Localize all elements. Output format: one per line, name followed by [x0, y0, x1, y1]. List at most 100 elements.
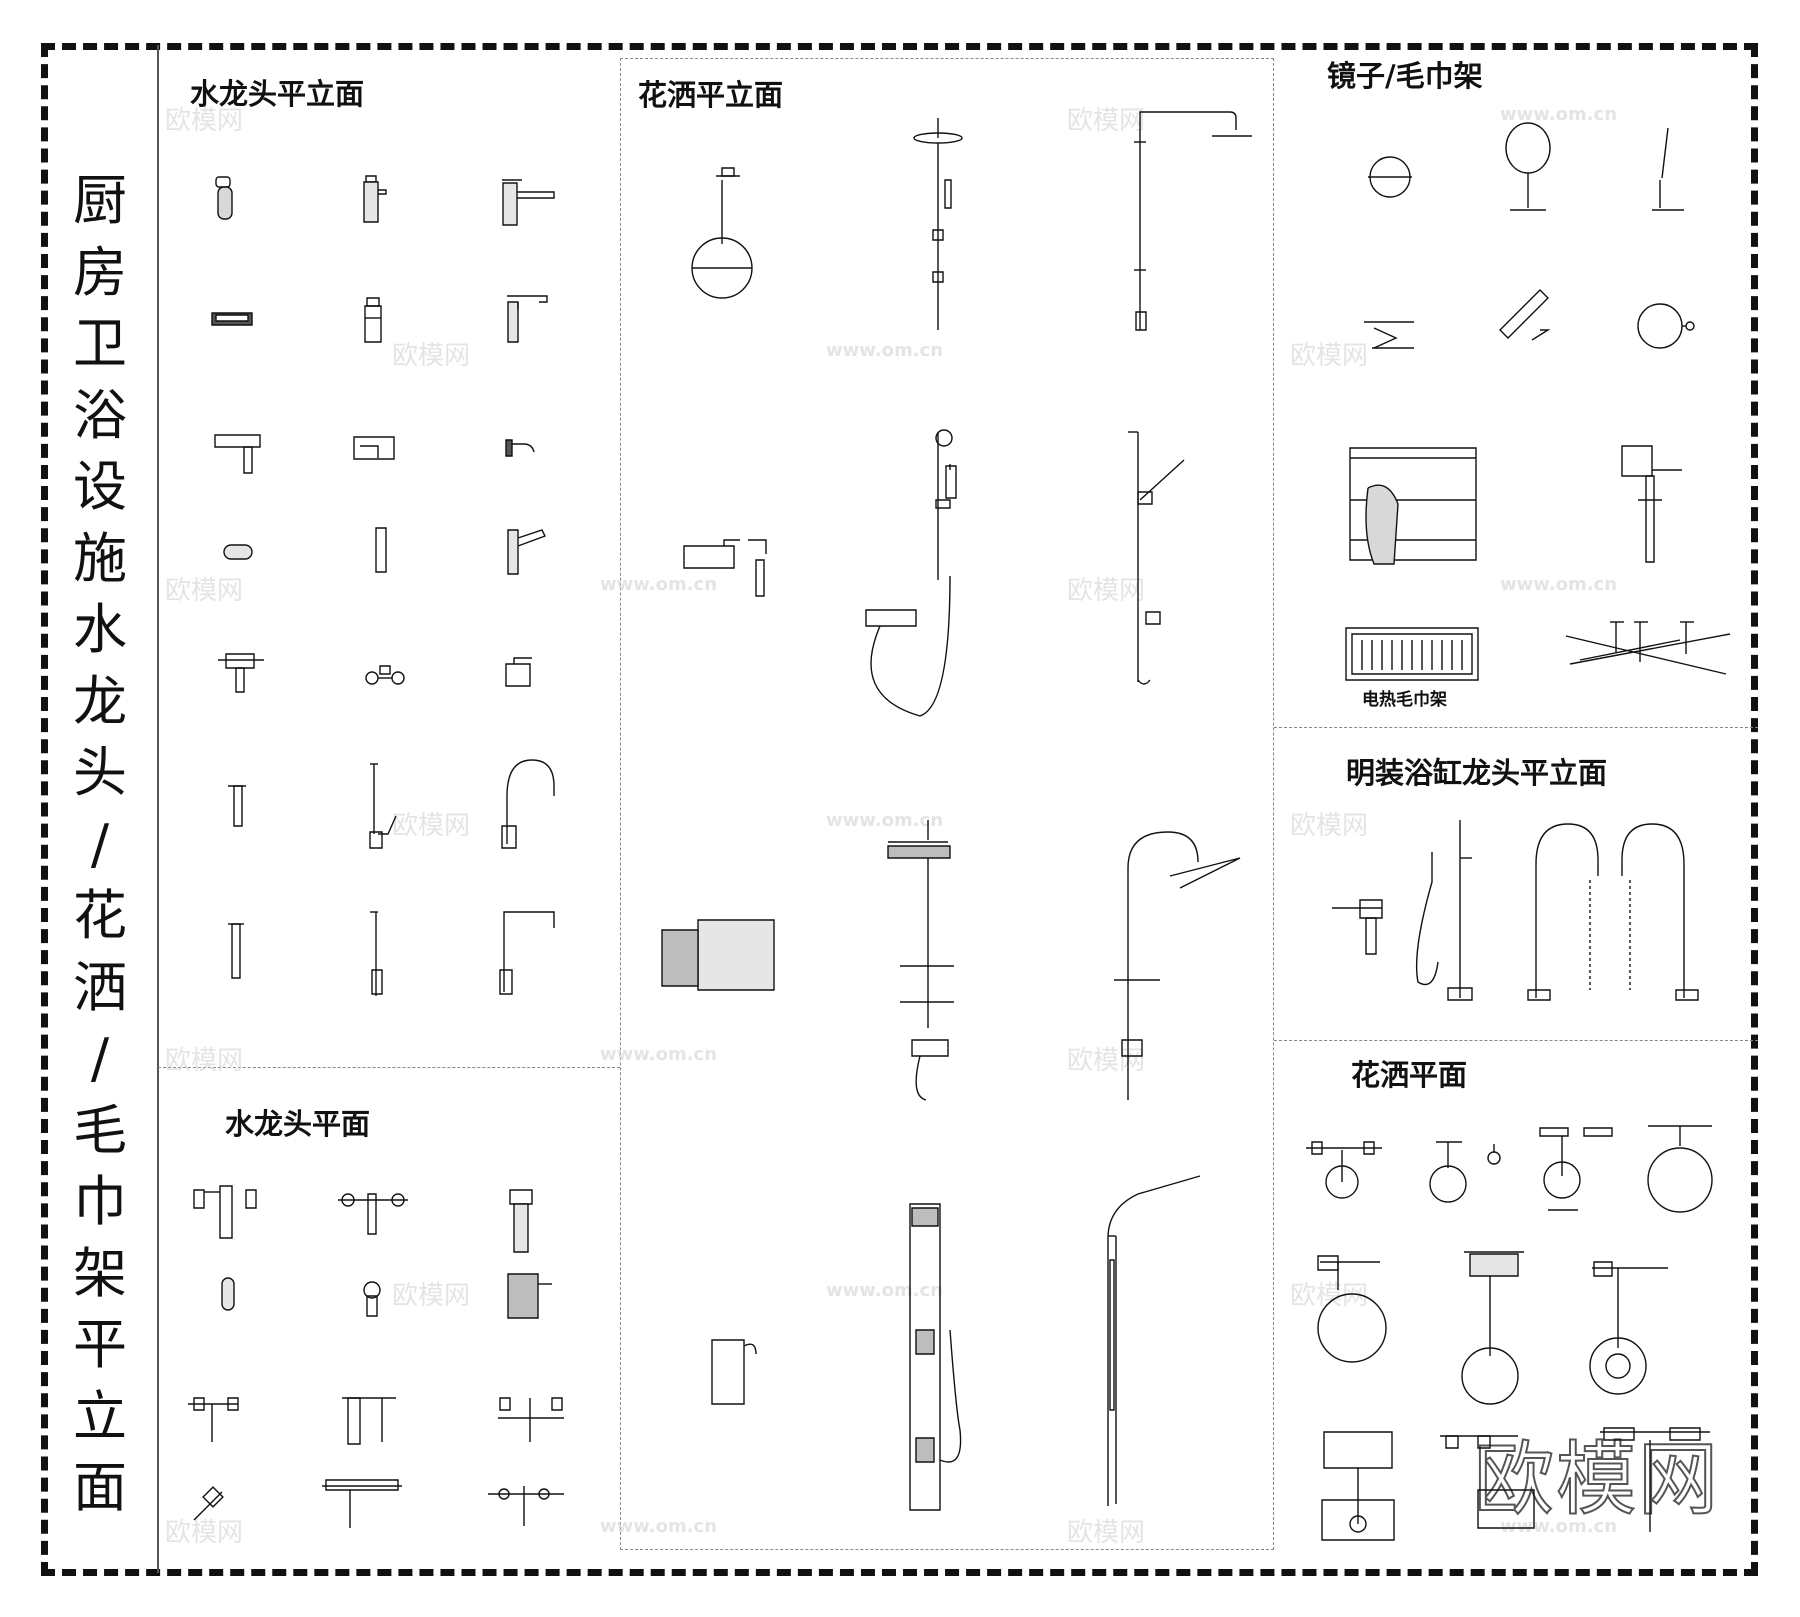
shower-plan-wall-2-icon	[1430, 1142, 1500, 1202]
main-title-char: 水	[73, 598, 127, 661]
shower-plan-wall-round-icon	[1590, 1262, 1668, 1394]
shower-handheld-rail-icon	[1128, 432, 1184, 684]
right-divider-1	[1274, 727, 1758, 728]
mirror-side-stand-icon	[1652, 128, 1684, 210]
faucet-plan-title: 水龙头平面	[225, 1107, 371, 1141]
faucet-bath-mixer-icon	[218, 654, 264, 692]
faucet-waterfall-icon	[507, 296, 547, 342]
shower-tall-panel-icon	[1108, 1176, 1200, 1506]
shower-plan-mixer-rain-icon	[1318, 1256, 1386, 1362]
bathtub-freestanding-hand-icon	[1417, 820, 1472, 1000]
mirror-round-wall-2-icon	[1638, 304, 1694, 348]
faucet-spray-gun-icon	[228, 786, 246, 826]
towel-warmer-icon	[1350, 448, 1476, 564]
main-title-char: 平	[73, 1313, 127, 1376]
towel-bar-multi-icon	[1566, 622, 1730, 674]
main-title-char: 头	[73, 741, 127, 804]
faucet-plan-knob-icon	[222, 1278, 234, 1310]
faucet-plan-single-icon	[510, 1190, 532, 1252]
faucet-plan-three-hole-icon	[194, 1186, 256, 1238]
faucet-plan-bridge-icon	[188, 1398, 238, 1442]
shower-column-icon	[914, 118, 962, 330]
mirror-stand-icon	[1506, 123, 1550, 210]
faucet-plan-cross-icon	[498, 1398, 564, 1442]
faucet-flat-plan-icon	[212, 313, 252, 325]
main-title: 厨房卫浴设施水龙头/花洒/毛巾架平立面	[70, 165, 130, 1524]
mirror-round-wall-icon	[1368, 157, 1412, 197]
faucet-cylinder-icon	[365, 298, 381, 342]
brand-logo-watermark: 欧模网	[1473, 1432, 1720, 1527]
shower-plan-bar-box-icon	[1440, 1436, 1534, 1528]
shower-rain-square-icon	[888, 820, 954, 1100]
main-title-char: 架	[73, 1241, 127, 1305]
faucet-plan-square-icon	[508, 1274, 552, 1318]
faucet-sprayer-icon	[228, 924, 244, 978]
faucet-tall-kitchen-icon	[370, 764, 396, 848]
faucet-plan-round-icon	[364, 1282, 380, 1316]
shower-wall-mixer-icon	[684, 540, 766, 596]
shower-panel-square-icon	[662, 920, 774, 990]
faucet-basin-tall-icon	[364, 176, 386, 222]
right-divider-2	[1274, 1040, 1758, 1041]
faucet-pull-out-icon	[508, 530, 545, 574]
main-title-char: /	[90, 812, 110, 876]
main-title-char: 立	[73, 1384, 127, 1448]
faucet-plan-bar-icon	[488, 1486, 564, 1526]
heated-towel-rack-icon	[1346, 628, 1478, 680]
faucet-wall-mixer-2-icon	[506, 658, 532, 686]
main-title-char: 房	[73, 240, 127, 304]
shower-plan-title: 花洒平面	[1351, 1058, 1468, 1092]
outer-frame	[41, 43, 1758, 1576]
main-title-char: 面	[73, 1456, 127, 1519]
shower-ceiling-round-icon	[692, 168, 752, 298]
faucet-slim-kitchen-icon	[370, 912, 382, 996]
mirror-towel-title: 镜子/毛巾架	[1327, 59, 1483, 93]
bathtub-wall-mixer-icon	[1332, 900, 1382, 954]
shower-arc-rain-icon	[1114, 832, 1240, 1100]
shower-slide-bar-icon	[866, 430, 956, 716]
shower-plan-wall-1-icon	[1306, 1142, 1382, 1198]
shower-plan-pendant-icon	[1462, 1252, 1524, 1404]
faucet-wall-plate-icon	[354, 437, 394, 459]
main-title-char: 设	[73, 455, 127, 518]
shower-plan-square-arm-icon	[1322, 1432, 1394, 1540]
main-title-char: 厨	[73, 169, 127, 232]
faucet-tub-spout-icon	[506, 440, 534, 456]
shower-plan-rain-round-icon	[1648, 1126, 1712, 1212]
main-title-char: 卫	[73, 312, 127, 375]
shower-plan-wide-bar-icon	[1600, 1428, 1710, 1532]
faucet-plan-angled-icon	[194, 1487, 223, 1520]
faucet-wall-spout-icon	[215, 435, 260, 473]
bathtub-arc-spout-2-icon	[1622, 824, 1698, 1000]
faucet-basin-lever-icon	[502, 180, 554, 225]
faucet-plan-widespread-icon	[338, 1194, 408, 1234]
main-title-char: /	[90, 1027, 110, 1090]
shower-elevation-box	[620, 58, 1274, 1550]
shower-panel-column-icon	[910, 1204, 961, 1510]
main-title-char: 巾	[73, 1170, 127, 1233]
shower-overhead-arm-icon	[1134, 112, 1252, 330]
mirror-tilt-icon	[1500, 290, 1548, 340]
bathtub-faucet-title: 明装浴缸龙头平立面	[1346, 756, 1608, 790]
heated-towel-rack-label: 电热毛巾架	[1362, 690, 1447, 710]
faucet-exposed-mixer-icon	[366, 666, 404, 684]
main-title-char: 毛	[73, 1098, 127, 1162]
faucet-elevation-title: 水龙头平立面	[190, 77, 365, 111]
faucet-section-divider	[158, 1067, 620, 1068]
faucet-slim-tall-icon	[376, 528, 386, 572]
bathtub-arc-spout-icon	[1528, 824, 1598, 1000]
faucet-plan-wall-icon	[342, 1398, 396, 1444]
main-title-char: 花	[73, 884, 127, 947]
main-title-char: 浴	[73, 383, 127, 447]
faucet-round-handle-icon	[224, 545, 252, 559]
main-title-char: 洒	[73, 955, 127, 1019]
shower-plan-wall-3-icon	[1540, 1128, 1612, 1210]
faucet-wall-mixer-icon	[216, 177, 232, 219]
main-title-char: 龙	[73, 669, 127, 733]
faucet-plan-deck-icon	[322, 1480, 402, 1528]
towel-rack-folding-icon	[1364, 322, 1414, 348]
towel-rack-wall-icon	[1622, 446, 1682, 562]
shower-box-icon	[712, 1340, 756, 1404]
title-column-divider	[157, 45, 159, 1573]
